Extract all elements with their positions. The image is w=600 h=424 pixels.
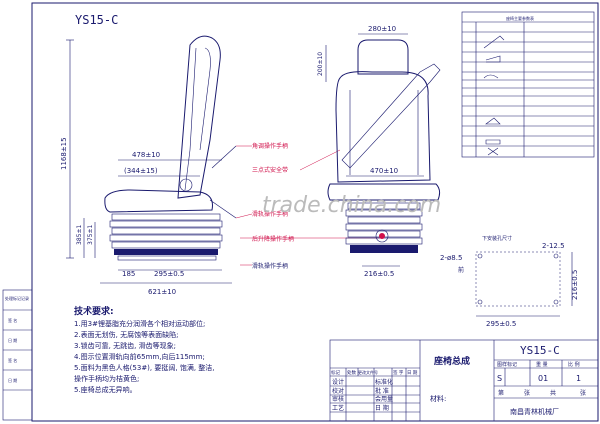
tech-line-7: 5.座椅总成无异响。	[74, 385, 137, 394]
tech-line-3: 3.锁齿可靠, 无跳齿, 滑齿等现象;	[74, 341, 176, 350]
tech-line-5: 5.面料为黑色人格(53#), 要挺阔, 饱满, 整洁,	[74, 363, 215, 372]
dim-344: (344±15)	[124, 167, 158, 175]
strip-text-3: 日 期	[8, 337, 17, 343]
watermark: trade.china.com	[262, 193, 441, 218]
tech-line-1: 1.用3#锂基脂充分润滑各个相对运动部位;	[74, 319, 205, 328]
callout-lift-handle: 后升降操作手柄	[252, 235, 294, 243]
sig-approve: 批 准	[375, 387, 389, 395]
dim-295b: 295±0.5	[486, 320, 516, 328]
change-hdr-count: 处数	[347, 369, 356, 376]
val-mark: S	[497, 374, 502, 383]
change-hdr-sign: 签 字	[393, 369, 404, 376]
sheet-unit-2: 张	[580, 389, 586, 397]
sig-usage: 会用量	[375, 395, 393, 403]
sig-review: 审核	[332, 395, 344, 403]
hdr-scale: 比 例	[568, 361, 580, 368]
dim-385: 385±1	[76, 225, 83, 245]
mount-label: 下安装孔尺寸	[482, 235, 512, 242]
callout-slide-guide: 滑轨操作手柄	[252, 210, 288, 218]
front-view	[327, 39, 441, 253]
callout-slide-handle: 滑轨操作手柄	[252, 262, 288, 270]
title-block: 标记 处数 更改文件号 签 字 日 期 设计 校对 审核 工艺 标准化 批 准 …	[329, 339, 599, 422]
dim-280: 280±10	[368, 25, 396, 33]
dim-216a: 216±0.5	[364, 270, 394, 278]
frame-border	[31, 2, 599, 422]
tech-line-2: 2.表面无划伤, 无腐蚀等表面缺陷;	[74, 330, 179, 339]
material-label: 材料:	[430, 394, 446, 403]
dim-216b: 216±0.5	[571, 270, 579, 300]
val-scale: 1	[576, 374, 581, 383]
strip-text-1: 处理标记记录	[5, 295, 29, 301]
change-hdr-date: 日 期	[407, 370, 418, 376]
dim-2-12: 2-12.5	[542, 242, 565, 250]
change-hdr-doc: 更改文件号	[358, 369, 378, 375]
dim-2phi8: 2-ø8.5	[440, 254, 462, 262]
dim-621: 621±10	[148, 288, 176, 296]
dim-375: 375±1	[87, 225, 94, 245]
sig-check: 校对	[332, 387, 344, 395]
sheet-unit-1: 张	[524, 389, 530, 397]
parameter-table: 座椅主要参数表	[461, 11, 595, 158]
tech-line-6: 操作手柄均为桔黄色;	[74, 374, 139, 383]
front-view-dims: 280±10 200±10 470±10 216±0.5	[317, 25, 424, 278]
change-hdr-mark: 标记	[331, 369, 340, 376]
mount-hole-view: 下安装孔尺寸 2-ø8.5 2-12.5 前 216±0.5 295±0.5	[440, 235, 579, 328]
callouts: 角调操作手柄 三点式安全带 滑轨操作手柄 后升降操作手柄 滑轨操作手柄	[235, 142, 380, 270]
dim-1168: 1168±15	[60, 137, 68, 170]
sig-design: 设计	[332, 378, 344, 386]
dim-470: 470±10	[370, 167, 398, 175]
side-view	[104, 35, 237, 261]
sheet-no-label: 第	[498, 389, 504, 397]
sheet-total-label: 共	[550, 389, 556, 397]
hdr-drawing-mark: 图样标记	[497, 361, 517, 368]
dim-295a: 295±0.5	[154, 270, 184, 278]
factory-name: 南昌青林机械厂	[510, 407, 559, 416]
sig-std: 标准化	[375, 378, 393, 386]
tech-title: 技术要求:	[74, 305, 114, 317]
sig-process: 工艺	[332, 404, 344, 412]
assembly-name: 座椅总成	[433, 355, 470, 367]
strip-text-4: 签 名	[8, 357, 17, 363]
front-label: 前	[458, 266, 464, 274]
dim-200: 200±10	[317, 52, 324, 76]
callout-angle-handle: 角调操作手柄	[252, 142, 288, 150]
dim-478: 478±10	[132, 151, 160, 159]
callout-seat-belt: 三点式安全带	[252, 166, 288, 174]
tech-line-4: 4.图示位置滑轨向前65mm,向后115mm;	[74, 352, 205, 361]
tech-requirements: 技术要求: 1.用3#锂基脂充分润滑各个相对运动部位; 2.表面无划伤, 无腐蚀…	[74, 305, 215, 394]
strip-text-5: 日 期	[8, 377, 17, 383]
hdr-weight: 重 量	[536, 361, 548, 368]
left-strip: 处理标记记录 签 名 日 期 签 名 日 期	[2, 289, 33, 421]
sig-date: 日 期	[375, 404, 389, 412]
drawing-code-top: YS15-C	[75, 13, 118, 27]
param-table-title: 座椅主要参数表	[506, 15, 534, 21]
assembly-code: YS15-C	[520, 344, 560, 357]
strip-text-2: 签 名	[8, 317, 17, 323]
dim-185: 185	[122, 270, 135, 278]
val-weight: 01	[538, 374, 548, 383]
side-view-dims: 1168±15 385±1 375±1 478±10 (344±15) 185 …	[60, 39, 232, 296]
